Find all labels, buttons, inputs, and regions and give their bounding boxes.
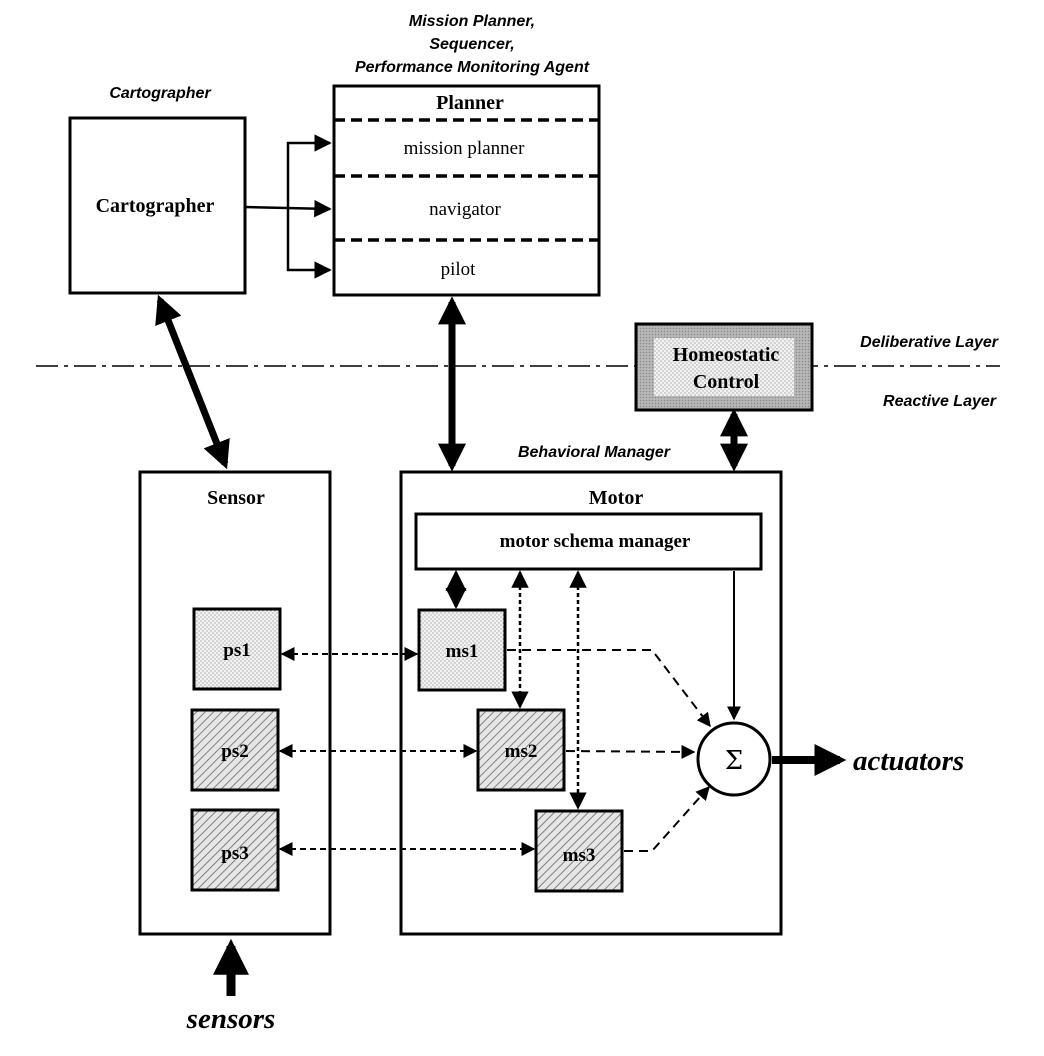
perceptual-schema-ps2 bbox=[190, 708, 280, 792]
planner-row-pilot: pilot bbox=[441, 259, 477, 280]
behavioral-manager-caption: Behavioral Manager bbox=[518, 444, 671, 461]
homeostatic-line2: Control bbox=[693, 371, 760, 393]
sigma-symbol: Σ bbox=[725, 746, 743, 776]
homeostatic-line1: Homeostatic bbox=[673, 344, 780, 366]
summation-inputs bbox=[507, 571, 741, 852]
motor-schema-ms3 bbox=[534, 809, 624, 893]
ps1-label: ps1 bbox=[223, 640, 250, 661]
cartographer-caption: Cartographer bbox=[109, 85, 211, 102]
motor-schema-ms1 bbox=[417, 608, 507, 692]
ms2-label: ms2 bbox=[505, 741, 538, 762]
planner-caption-line3: Performance Monitoring Agent bbox=[355, 59, 590, 76]
manager-ms-links bbox=[445, 569, 587, 810]
ps-ms-links bbox=[278, 647, 536, 856]
motor-schema-manager-box bbox=[414, 512, 763, 571]
actuators-label: actuators bbox=[853, 745, 964, 777]
perceptual-schema-ps3 bbox=[190, 808, 280, 892]
perceptual-schema-ps1 bbox=[192, 607, 282, 691]
ms3-label: ms3 bbox=[563, 845, 596, 866]
planner-caption-line2: Sequencer, bbox=[429, 36, 514, 53]
ps3-label: ps3 bbox=[221, 843, 248, 864]
summation-node bbox=[696, 721, 772, 797]
cartographer-to-planner-arrows bbox=[244, 134, 332, 279]
planner-row-mission-planner: mission planner bbox=[404, 138, 526, 159]
planner-caption-line1: Mission Planner, bbox=[409, 13, 535, 30]
deliberative-layer-label: Deliberative Layer bbox=[860, 334, 999, 351]
sensor-title: Sensor bbox=[207, 487, 265, 509]
cartographer-sensor-arrow bbox=[155, 294, 230, 470]
sensors-label: sensors bbox=[186, 1003, 276, 1035]
ms1-label: ms1 bbox=[446, 641, 479, 662]
homeostatic-control-inner bbox=[654, 338, 794, 396]
motor-title: Motor bbox=[589, 487, 644, 509]
cartographer-box bbox=[68, 116, 247, 295]
motor-schema-ms2 bbox=[476, 708, 566, 792]
motor-schema-manager-label: motor schema manager bbox=[500, 531, 691, 552]
reactive-layer-label: Reactive Layer bbox=[883, 393, 997, 410]
cartographer-title: Cartographer bbox=[96, 195, 215, 217]
ps2-label: ps2 bbox=[221, 741, 248, 762]
planner-row-navigator: navigator bbox=[429, 199, 501, 220]
planner-title: Planner bbox=[436, 92, 504, 114]
